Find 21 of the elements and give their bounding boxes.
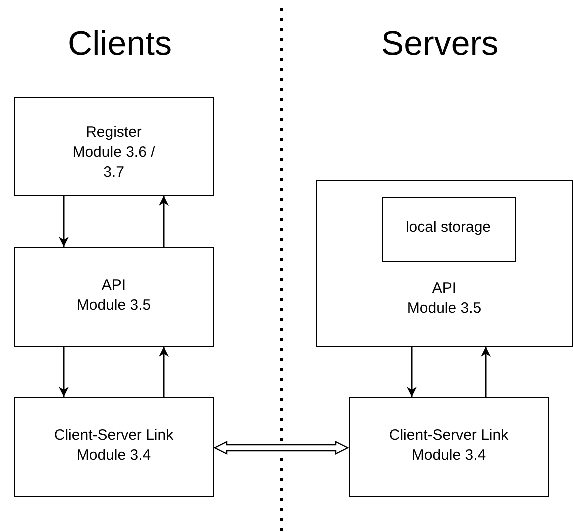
- arrow: [214, 441, 350, 455]
- box-label: Client-Server Link Module 3.4: [388, 426, 510, 466]
- arrow: [59, 196, 69, 247]
- box-label: API Module 3.5: [406, 279, 482, 319]
- module-box: [349, 397, 549, 497]
- box-label: Client-Server Link Module 3.4: [53, 426, 175, 466]
- column-heading: Clients: [68, 25, 172, 64]
- module-box: [14, 247, 214, 347]
- arrow: [59, 347, 69, 397]
- arrow: [159, 347, 169, 397]
- arrow: [481, 347, 491, 397]
- box-label: local storage: [404, 218, 492, 238]
- module-box: [14, 397, 214, 497]
- column-heading: Servers: [381, 25, 499, 64]
- box-label: Register Module 3.6 / 3.7: [72, 123, 156, 183]
- module-box: [14, 97, 214, 196]
- box-label: API Module 3.5: [76, 276, 152, 316]
- module-box: [316, 180, 573, 347]
- storage-box: [382, 196, 516, 262]
- arrow: [159, 196, 169, 247]
- arrow: [407, 347, 417, 397]
